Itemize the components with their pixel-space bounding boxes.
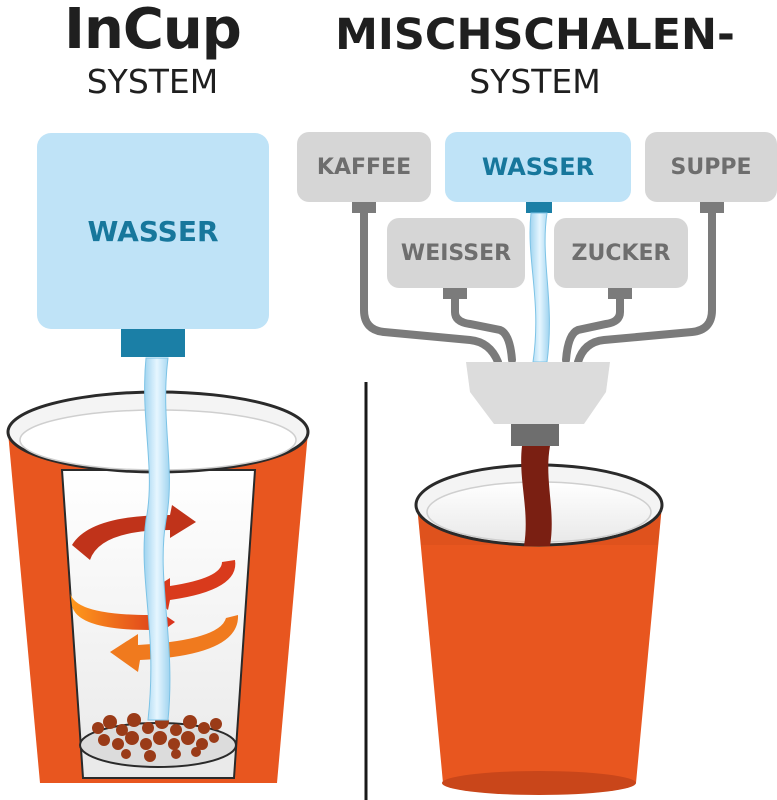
ingredient-zucker: ZUCKER	[554, 218, 688, 288]
coffee-stream	[521, 446, 552, 546]
ingredient-suppe: SUPPE	[645, 132, 777, 202]
pipe-connectors	[352, 202, 724, 299]
ingredient-suppe-label: SUPPE	[670, 154, 752, 180]
mixing-bowl-outlet	[511, 424, 559, 446]
ingredient-wasser-label: WASSER	[481, 153, 595, 181]
ingredient-kaffee-label: KAFFEE	[316, 154, 412, 180]
incup-water-label: WASSER	[87, 214, 219, 248]
ingredient-kaffee: KAFFEE	[297, 132, 431, 202]
mixing-subtitle: SYSTEM	[469, 62, 601, 101]
ingredient-weisser-label: WEISSER	[400, 240, 512, 266]
mixing-bowl	[466, 362, 610, 424]
incup-nozzle	[121, 329, 185, 357]
wasser-nozzle	[526, 202, 552, 213]
mixing-title: MISCHSCHALEN-	[335, 10, 735, 60]
incup-subtitle: SYSTEM	[86, 62, 219, 101]
mixing-water-stream	[529, 212, 550, 363]
incup-cup	[6, 390, 310, 783]
incup-water-tank: WASSER	[37, 133, 269, 329]
powder-granules	[92, 713, 222, 762]
ingredient-pipes	[360, 201, 716, 366]
ingredient-zucker-label: ZUCKER	[571, 240, 671, 266]
incup-water-stream	[143, 357, 171, 721]
ingredient-wasser: WASSER	[445, 132, 631, 202]
incup-title: InCup	[64, 0, 242, 62]
ingredient-weisser: WEISSER	[387, 218, 525, 288]
